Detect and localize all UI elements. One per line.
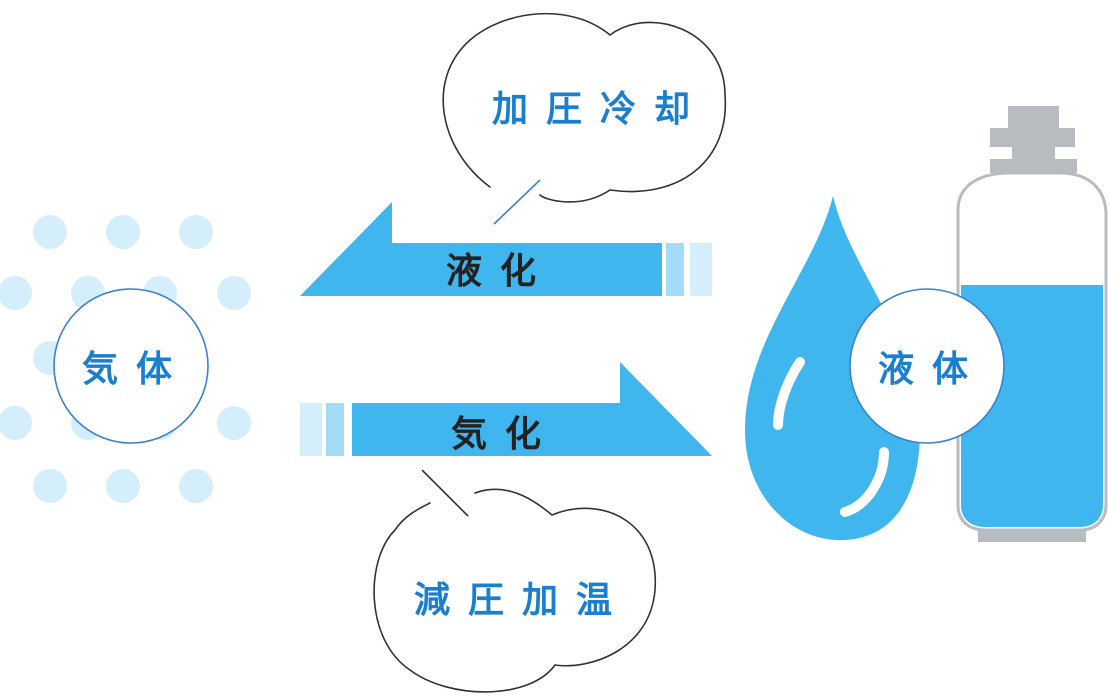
water-drop-highlight xyxy=(773,357,805,430)
vaporization-arrow: 気化 xyxy=(300,362,712,456)
liquid-node: 液体 xyxy=(849,288,1005,444)
bottom-bubble-label: 減圧加温 xyxy=(414,580,630,621)
liquefaction-label: 液化 xyxy=(446,251,554,292)
gas-dot xyxy=(106,469,140,503)
vaporization-arrow-stripe xyxy=(300,403,322,456)
bottom-bubble-pointer xyxy=(421,469,469,517)
liquid-circle xyxy=(849,288,1005,444)
gas-dot xyxy=(33,469,67,503)
bottom-bubble: 減圧加温 xyxy=(373,469,656,693)
gas-dot xyxy=(217,406,251,440)
gas-dot xyxy=(33,215,67,249)
water-drop-highlight xyxy=(840,447,889,517)
gas-dot xyxy=(0,406,32,440)
gas-dot xyxy=(0,276,32,310)
top-bubble-pointer xyxy=(493,179,541,225)
liquefaction-arrow-shape xyxy=(300,202,662,296)
vaporization-label: 気化 xyxy=(451,414,559,455)
water-drop-shape xyxy=(745,196,920,540)
gas-circle xyxy=(53,288,209,444)
cylinder-collar xyxy=(990,159,1077,173)
cylinder-cap-top xyxy=(1008,106,1059,128)
vaporization-arrow-shape xyxy=(352,362,712,456)
gas-dot xyxy=(217,276,251,310)
cylinder-cap-mid xyxy=(990,128,1075,147)
gas-dot xyxy=(106,215,140,249)
liquefaction-arrow-stripe xyxy=(690,243,712,296)
top-bubble: 加圧冷却 xyxy=(442,12,727,225)
top-bubble-outline xyxy=(442,12,727,203)
gas-dot xyxy=(179,215,213,249)
cylinder-neck xyxy=(1012,147,1055,159)
vaporization-arrow-stripe xyxy=(326,403,344,456)
gas-dot xyxy=(179,469,213,503)
top-bubble-label: 加圧冷却 xyxy=(492,89,708,130)
liquefaction-arrow-stripe xyxy=(666,243,684,296)
liquefaction-arrow: 液化 xyxy=(300,202,712,296)
cylinder-base xyxy=(978,530,1086,542)
liquid-label: 液体 xyxy=(878,349,986,390)
water-drop xyxy=(745,196,920,540)
gas-label: 気体 xyxy=(82,349,190,390)
gas-node: 気体 xyxy=(53,288,209,444)
bottom-bubble-outline xyxy=(373,488,656,693)
